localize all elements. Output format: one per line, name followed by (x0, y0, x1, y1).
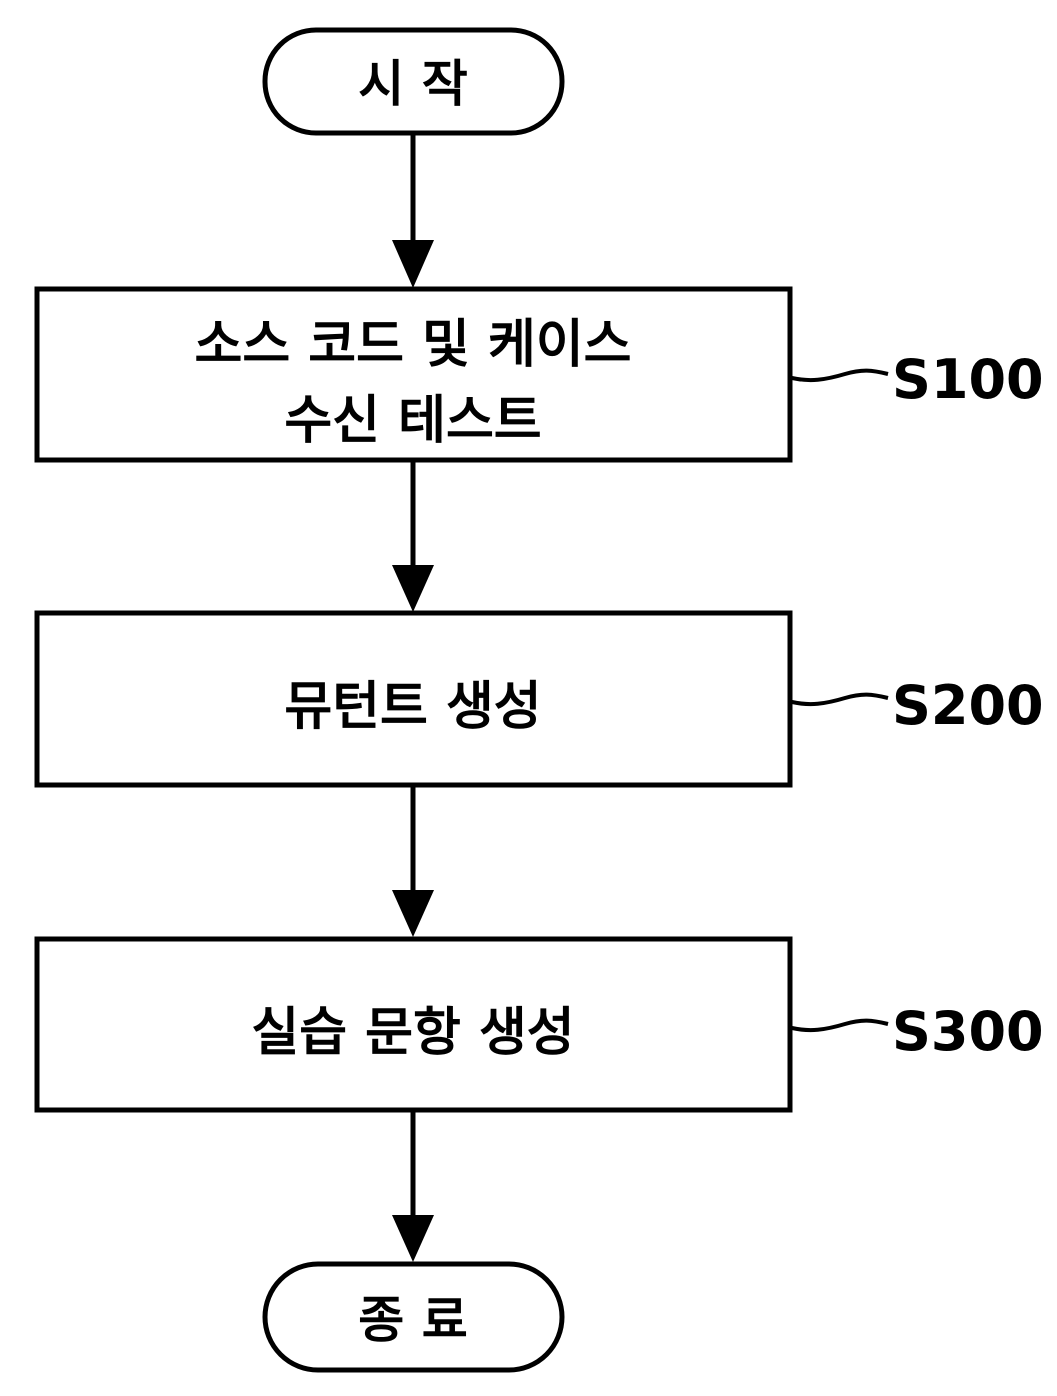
arrowhead-icon (392, 890, 434, 937)
arrowhead-icon (392, 565, 434, 612)
arrowhead-icon (392, 1215, 434, 1262)
step-ref-s300: S300 (791, 1000, 1044, 1063)
process-box-s100: 소스 코드 및 케이스 수신 테스트 (34, 286, 793, 463)
step-ref-s100: S100 (791, 348, 1044, 411)
process-s100-line-1: 소스 코드 및 케이스 (194, 315, 631, 375)
end-label: 종 료 (358, 1291, 467, 1349)
arrowhead-icon (392, 240, 434, 288)
connector-start-s100 (392, 133, 434, 288)
step-id-s300: S300 (892, 1000, 1044, 1063)
connector-s100-s200 (392, 460, 434, 612)
process-s300-label: 실습 문항 생성 (251, 1003, 574, 1063)
step-id-s200: S200 (892, 674, 1044, 737)
process-s100-line-2: 수신 테스트 (284, 391, 541, 451)
connector-s300-end (392, 1110, 434, 1262)
step-ref-s200: S200 (791, 674, 1044, 737)
process-s200-label: 뮤턴트 생성 (284, 677, 541, 737)
connector-s200-s300 (392, 785, 434, 937)
start-label: 시 작 (358, 55, 467, 113)
process-box-s300: 실습 문항 생성 (34, 936, 793, 1113)
step-id-s100: S100 (892, 348, 1044, 411)
start-terminal: 시 작 (262, 27, 565, 136)
process-box-s200: 뮤턴트 생성 (34, 610, 793, 788)
end-terminal: 종 료 (262, 1261, 565, 1373)
